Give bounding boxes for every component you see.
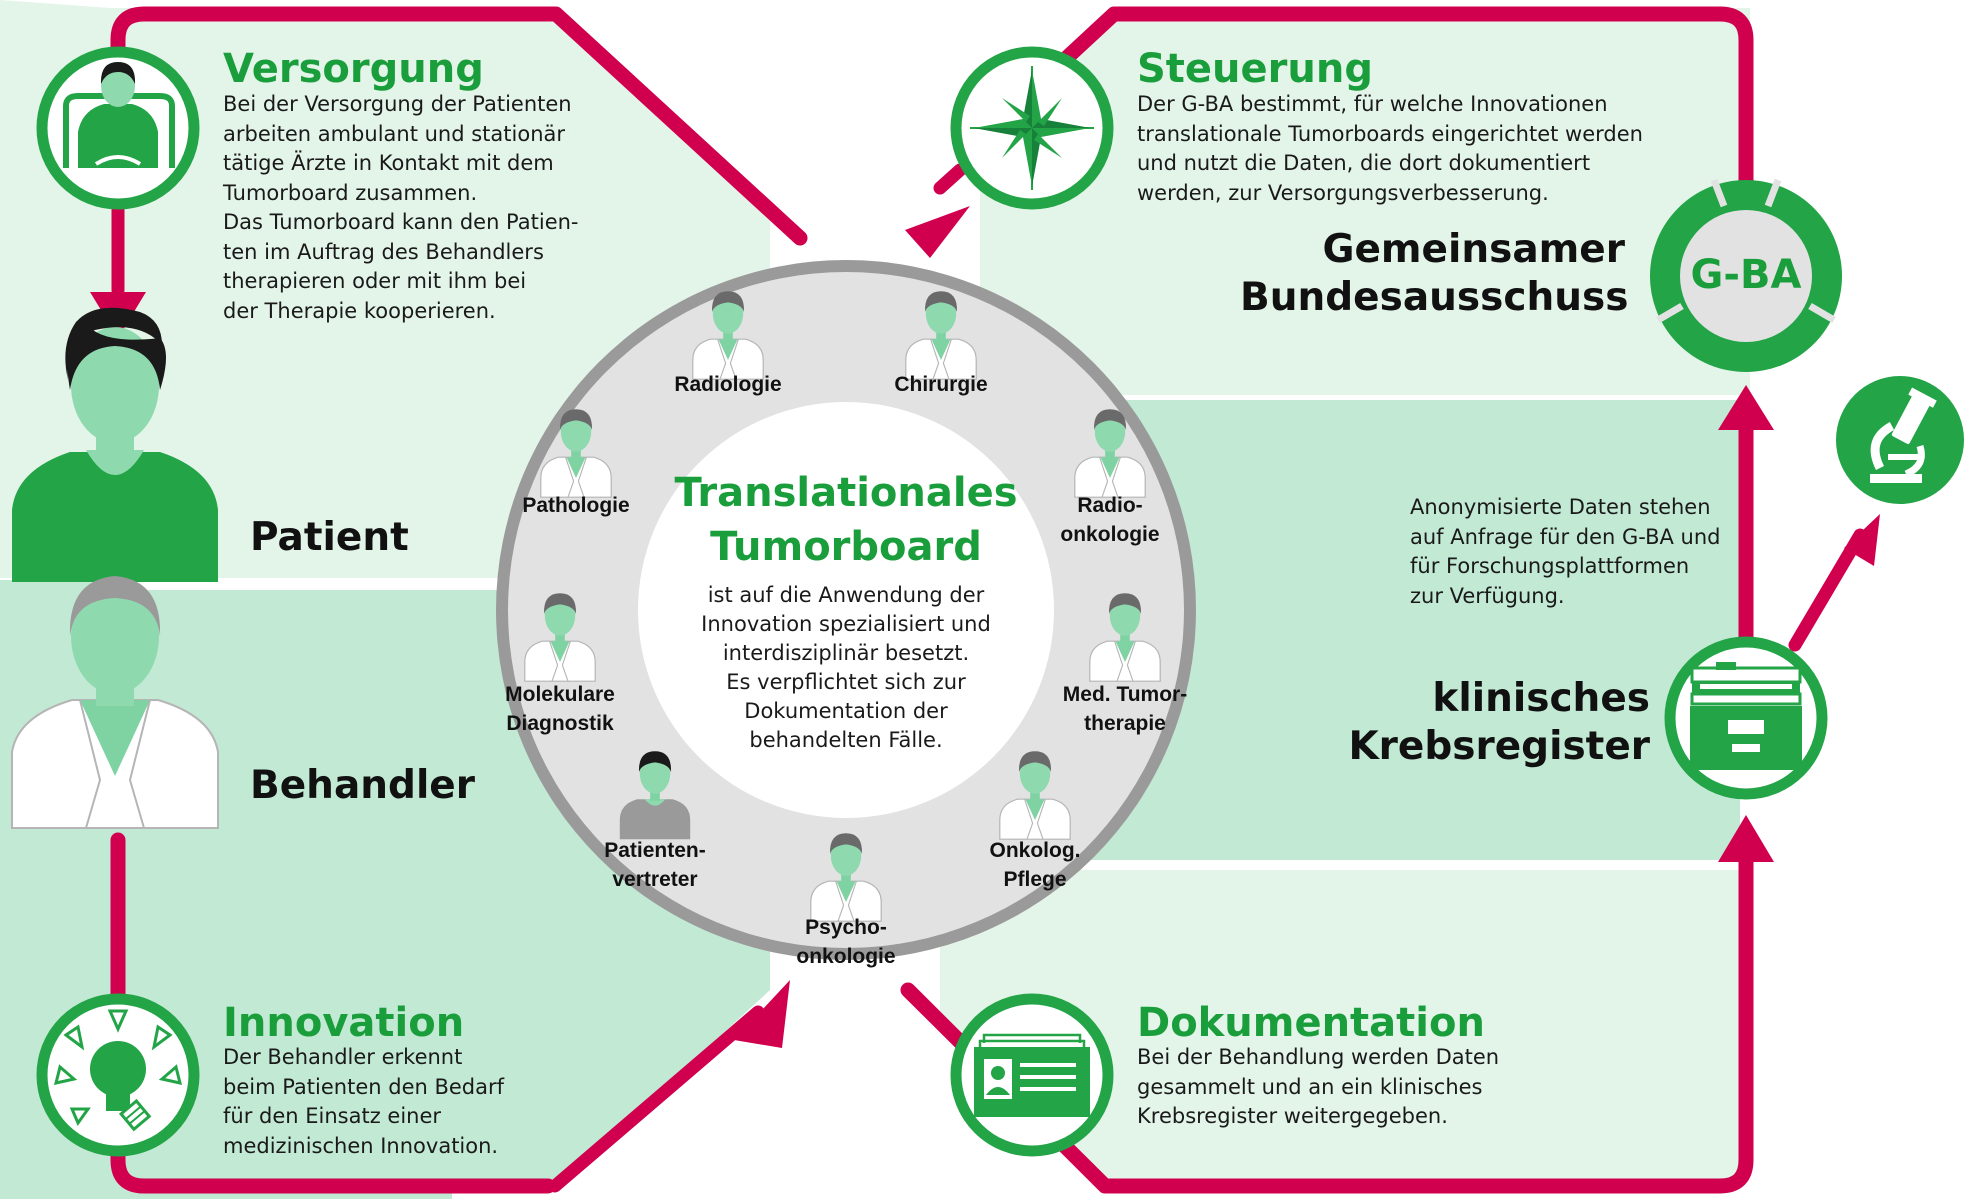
specialist-label-radioonkologie: Radio-onkologie: [1060, 494, 1160, 546]
dokumentation-text: Bei der Behandlung werden Daten gesammel…: [1137, 1045, 1500, 1128]
specialist-label-radiologie: Radiologie: [674, 373, 782, 396]
register-label: klinisches Krebsregister: [1348, 676, 1650, 769]
panel-register: [1000, 400, 1740, 860]
microscope-icon: [1836, 376, 1964, 504]
lightbulb-icon: [36, 993, 200, 1157]
specialist-label-psychoonkologie: Psycho-onkologie: [796, 916, 896, 968]
versorgung-text: Bei der Versorgung der Patienten arbeite…: [223, 92, 579, 323]
behandler-label: Behandler: [250, 763, 475, 808]
behandler-figure: [11, 576, 219, 829]
specialist-label-patientenvertreter: Patienten-vertreter: [604, 839, 706, 891]
tumorboard-ring: [496, 260, 1196, 960]
id-card-icon: [950, 993, 1114, 1157]
panel-dokumentation: [940, 870, 1740, 1184]
bed-patient-icon: [36, 46, 200, 210]
versorgung-title: Versorgung: [223, 46, 484, 92]
panel-steuerung: [980, 8, 1750, 395]
patient-figure: [12, 307, 218, 582]
gba-logo: [1650, 178, 1842, 372]
innovation-text: Der Behandler erkennt beim Patienten den…: [223, 1045, 505, 1158]
anonym-data-text: Anonymisierte Daten stehen auf Anfrage f…: [1410, 495, 1721, 608]
dokumentation-title: Dokumentation: [1137, 1000, 1485, 1046]
compass-icon: [950, 46, 1114, 210]
patient-label: Patient: [250, 515, 409, 560]
tumorboard-title: Translationales Tumorboard: [674, 470, 1018, 570]
gba-badge-text: G-BA: [1690, 252, 1802, 298]
flow-frame: [110, 6, 1754, 1194]
card-index-icon: [1664, 636, 1828, 800]
innovation-title: Innovation: [223, 1000, 465, 1046]
steuerung-title: Steuerung: [1137, 46, 1373, 92]
specialist-label-med-tumortherapie: Med. Tumor-therapie: [1062, 683, 1188, 735]
steuerung-text: Der G-BA bestimmt, für welche Innovation…: [1137, 92, 1643, 205]
specialist-label-onkolog-pflege: Onkolog.Pflege: [989, 839, 1081, 891]
specialist-label-pathologie: Pathologie: [522, 494, 630, 517]
specialist-label-chirurgie: Chirurgie: [894, 373, 988, 396]
gba-name-label: Gemeinsamer Bundesausschuss: [1240, 227, 1629, 320]
tumorboard-description: ist auf die Anwendung der Innovation spe…: [701, 583, 991, 752]
